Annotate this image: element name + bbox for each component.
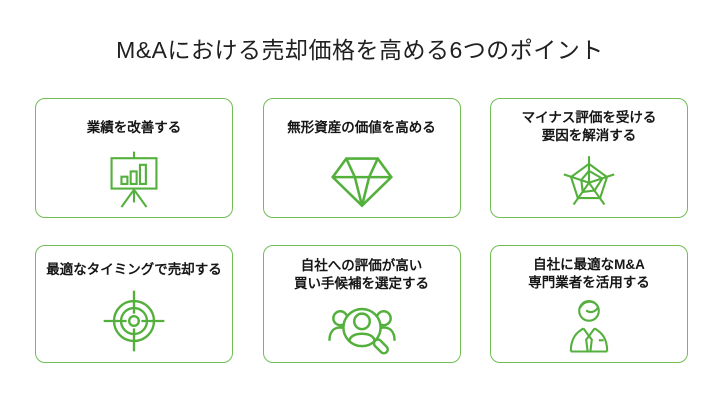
card-title: 自社に最適なM&A 専門業者を活用する (528, 257, 650, 290)
card-intangible-assets: 無形資産の価値を高める (262, 98, 461, 218)
consultant-icon (558, 292, 620, 366)
card-improve-performance: 業績を改善する (35, 98, 233, 218)
card-optimal-timing: 最適なタイミングで売却する (35, 245, 233, 363)
card-select-buyers: 自社への評価が高い 買い手候補を選定する (262, 245, 461, 363)
card-title: 業績を改善する (86, 120, 182, 136)
target-icon (97, 284, 171, 362)
card-title: 自社への評価が高い 買い手候補を選定する (294, 258, 429, 291)
card-title: 無形資産の価値を高める (287, 120, 436, 136)
presentation-chart-icon (101, 147, 167, 217)
card-use-ma-specialist: 自社に最適なM&A 専門業者を活用する (490, 245, 688, 363)
card-remove-negative-factors: マイナス評価を受ける 要因を解消する (490, 98, 688, 218)
radar-chart-icon (553, 145, 625, 219)
card-title: マイナス評価を受ける 要因を解消する (521, 110, 657, 143)
page-title: M&Aにおける売却価格を高める6つのポイント (116, 37, 604, 63)
diamond-icon (325, 147, 399, 217)
card-title: 最適なタイミングで売却する (46, 262, 222, 278)
buyer-search-icon (320, 294, 404, 362)
points-grid: 業績を改善する 無形資産の価値を高める (35, 98, 688, 363)
